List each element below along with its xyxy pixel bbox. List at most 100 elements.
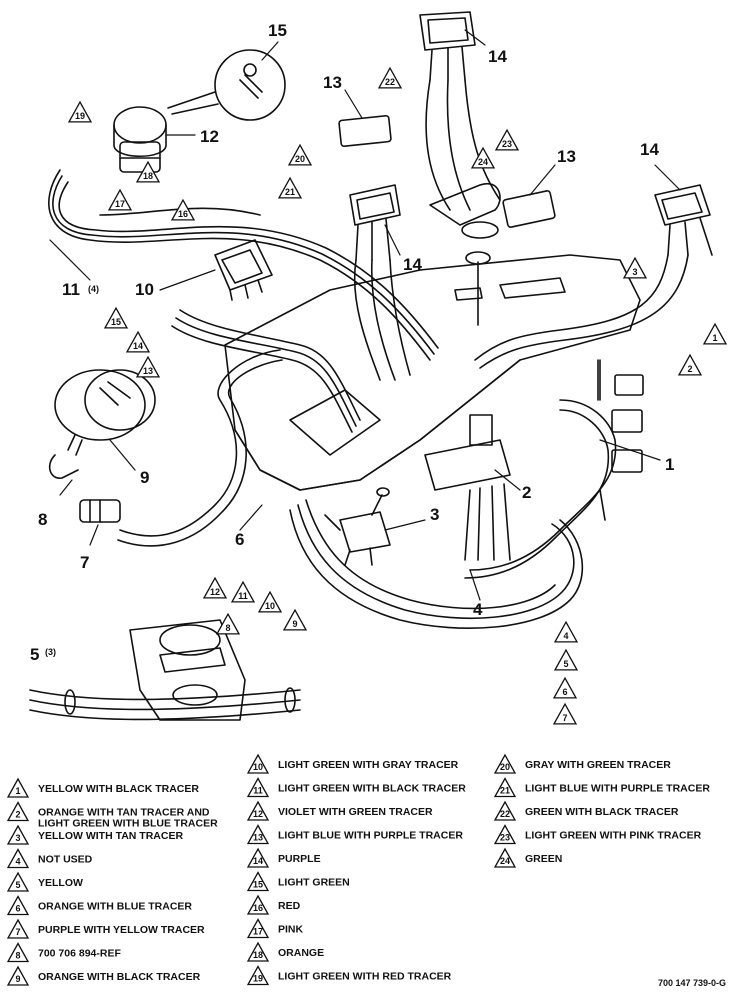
wire-tag-20: 20 xyxy=(287,143,313,166)
tag-triangle xyxy=(493,753,517,774)
legend-tag-4: 4 xyxy=(6,848,30,869)
tag-triangle xyxy=(622,256,648,279)
switch-bezel-right xyxy=(502,190,556,228)
tag-number: 8 xyxy=(15,951,20,961)
callout-10: 10 xyxy=(135,280,154,299)
legend-tag-9: 9 xyxy=(6,965,30,986)
legend-tag-7: 7 xyxy=(6,918,30,939)
tag-triangle xyxy=(493,777,517,798)
tag-triangle xyxy=(246,847,270,868)
tag-number: 8 xyxy=(225,623,230,633)
tag-triangle xyxy=(103,306,129,329)
tag-number: 10 xyxy=(265,601,275,611)
pressure-gauge xyxy=(48,369,156,479)
wiring-harness-diagram: 1 2 3 4 5 (3) 6 7 8 9 10 11 (4) 12 13 13… xyxy=(29,11,728,725)
legend-label-1: YELLOW WITH BLACK TRACER xyxy=(38,783,199,795)
tag-number: 11 xyxy=(253,786,263,796)
callout-14c: 14 xyxy=(640,140,659,159)
legend-label-24: GREEN xyxy=(525,853,562,865)
throttle-lever xyxy=(429,182,501,326)
legend-tag-14: 14 xyxy=(246,847,270,868)
connector-block xyxy=(464,359,644,579)
tag-triangle xyxy=(215,612,241,635)
legend-label-7: PURPLE WITH YELLOW TRACER xyxy=(38,924,205,936)
tag-number: 1 xyxy=(15,786,20,796)
tag-number: 9 xyxy=(15,974,20,984)
harness-bundle-lower xyxy=(289,499,584,629)
tag-number: 20 xyxy=(295,154,305,164)
tag-number: 15 xyxy=(111,317,121,327)
legend-label-11: LIGHT GREEN WITH BLACK TRACER xyxy=(278,783,466,795)
wire-tag-3: 3 xyxy=(622,256,648,279)
tag-number: 7 xyxy=(562,713,567,723)
tag-triangle xyxy=(230,580,256,603)
wire-tag-18: 18 xyxy=(135,160,161,183)
legend-tag-6: 6 xyxy=(6,895,30,916)
wire-tag-12: 12 xyxy=(202,576,228,599)
tag-triangle xyxy=(125,330,151,353)
callout-5: 5 xyxy=(30,645,39,664)
legend-label-6: ORANGE WITH BLUE TRACER xyxy=(38,901,192,913)
legend-tag-20: 20 xyxy=(493,753,517,774)
toggle-switch xyxy=(324,487,391,566)
tag-number: 22 xyxy=(500,809,510,819)
callout-9: 9 xyxy=(140,468,149,487)
legend-tag-3: 3 xyxy=(6,824,30,845)
tag-number: 19 xyxy=(253,974,263,984)
wire-tag-24: 24 xyxy=(470,146,496,169)
wire-tag-1: 1 xyxy=(702,322,728,345)
legend-tag-23: 23 xyxy=(493,824,517,845)
tag-number: 9 xyxy=(292,619,297,629)
key-detail xyxy=(167,49,286,121)
callout-11-qty: (4) xyxy=(88,284,99,294)
legend-tag-21: 21 xyxy=(493,777,517,798)
wire-tag-23: 23 xyxy=(494,128,520,151)
legend-tag-22: 22 xyxy=(493,800,517,821)
legend-label-3: YELLOW WITH TAN TRACER xyxy=(38,830,183,842)
tag-number: 21 xyxy=(500,786,510,796)
tag-number: 18 xyxy=(143,171,153,181)
legend-label-2-line2: LIGHT GREEN WITH BLUE TRACER xyxy=(38,818,218,830)
tag-triangle xyxy=(107,188,133,211)
wire-tag-13: 13 xyxy=(135,355,161,378)
tag-triangle xyxy=(6,824,30,845)
callout-7: 7 xyxy=(80,553,89,572)
tag-triangle xyxy=(257,590,283,613)
tag-triangle xyxy=(552,676,578,699)
legend-tag-11: 11 xyxy=(246,777,270,798)
tag-triangle xyxy=(170,198,196,221)
tag-number: 19 xyxy=(75,111,85,121)
control-panel xyxy=(224,254,641,491)
wire-tag-2: 2 xyxy=(677,353,703,376)
legend-label-19: LIGHT GREEN WITH RED TRACER xyxy=(278,971,452,983)
legend-tag-19: 19 xyxy=(246,965,270,986)
wire-tag-8: 8 xyxy=(215,612,241,635)
tag-triangle xyxy=(470,146,496,169)
legend-label-22: GREEN WITH BLACK TRACER xyxy=(525,806,679,818)
tag-number: 24 xyxy=(500,856,510,866)
wire-tag-19: 19 xyxy=(67,100,93,123)
legend-label-13: LIGHT BLUE WITH PURPLE TRACER xyxy=(278,830,463,842)
wire-tag-15: 15 xyxy=(103,306,129,329)
tag-triangle xyxy=(246,894,270,915)
tag-number: 18 xyxy=(253,950,263,960)
panel-slot-2 xyxy=(454,287,483,301)
tag-number: 17 xyxy=(115,199,125,209)
tag-triangle xyxy=(135,160,161,183)
wire-tag-21: 21 xyxy=(277,176,303,199)
legend-label-20: GRAY WITH GREEN TRACER xyxy=(525,759,671,771)
wire-tag-22: 22 xyxy=(377,66,403,89)
tag-triangle xyxy=(282,608,308,631)
tag-triangle xyxy=(493,824,517,845)
callout-15: 15 xyxy=(268,21,287,40)
tag-triangle xyxy=(6,777,30,798)
tag-triangle xyxy=(246,941,270,962)
tag-triangle xyxy=(246,918,270,939)
panel-recess xyxy=(289,389,381,456)
tag-triangle xyxy=(6,942,30,963)
legend-tag-5: 5 xyxy=(6,871,30,892)
tag-number: 13 xyxy=(253,833,263,843)
